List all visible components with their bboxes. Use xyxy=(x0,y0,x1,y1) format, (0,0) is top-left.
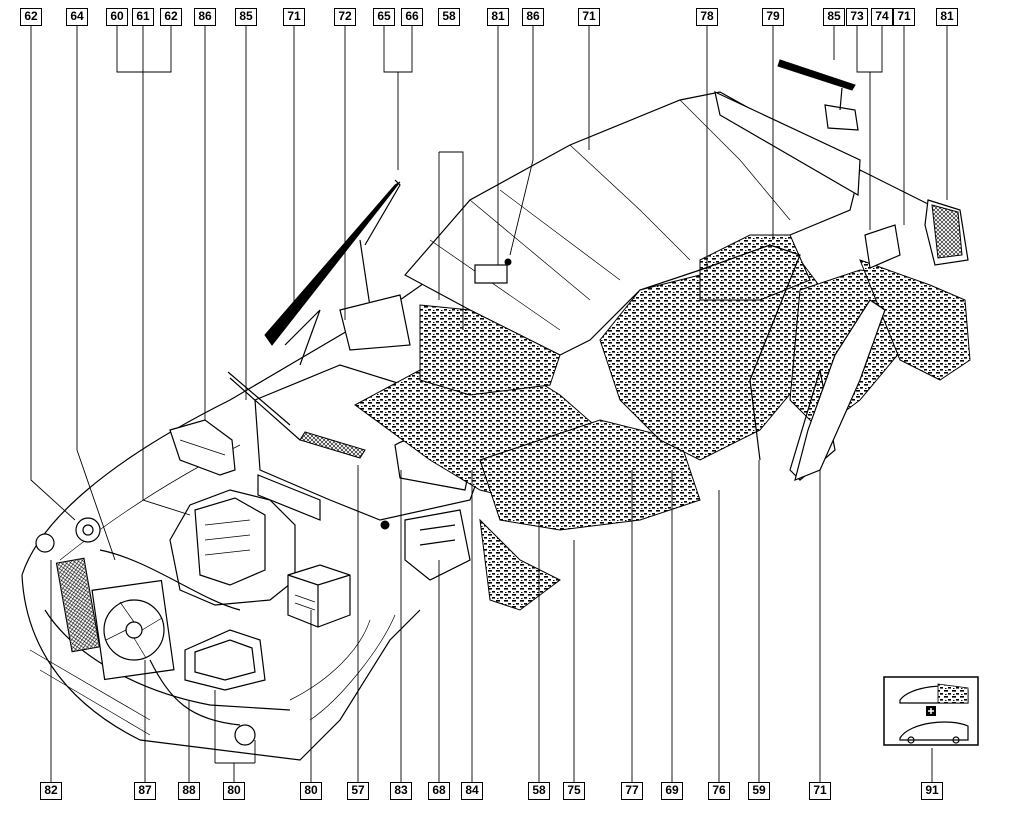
callout-label: 79 xyxy=(762,8,784,26)
roof-lining xyxy=(404,90,861,356)
callout-label: 61 xyxy=(132,8,154,26)
callout-label: 77 xyxy=(621,782,643,800)
callout-label: 71 xyxy=(809,782,831,800)
wiring-loom xyxy=(99,549,241,726)
callout-label: 86 xyxy=(194,8,216,26)
radiator-fan xyxy=(55,557,175,681)
callout-label: 82 xyxy=(40,782,62,800)
callout-label: 71 xyxy=(578,8,600,26)
callout-label: 80 xyxy=(223,782,245,800)
callout-label: 60 xyxy=(106,8,128,26)
callout-label: 72 xyxy=(334,8,356,26)
callout-label: 58 xyxy=(528,782,550,800)
callout-label: 69 xyxy=(661,782,683,800)
battery xyxy=(287,564,351,628)
callout-label: 80 xyxy=(300,782,322,800)
callout-label: 71 xyxy=(893,8,915,26)
leader-lines xyxy=(30,26,948,782)
callout-label: 76 xyxy=(708,782,730,800)
callout-label: 88 xyxy=(178,782,200,800)
floor-carpet xyxy=(354,304,701,611)
callout-label: 84 xyxy=(461,782,483,800)
callout-label: 68 xyxy=(428,782,450,800)
callout-label: 83 xyxy=(390,782,412,800)
callout-label: 85 xyxy=(823,8,845,26)
callout-label: 65 xyxy=(373,8,395,26)
heater-unit xyxy=(169,419,296,606)
callout-label: 73 xyxy=(846,8,868,26)
callout-label: 81 xyxy=(936,8,958,26)
callout-label: 57 xyxy=(347,782,369,800)
legend-label: 91 xyxy=(921,782,943,800)
rear-quarter-trim xyxy=(794,199,969,481)
legend-icon xyxy=(883,676,979,746)
callout-label: 87 xyxy=(134,782,156,800)
callout-label: 81 xyxy=(487,8,509,26)
callout-label: 74 xyxy=(871,8,893,26)
callout-label: 62 xyxy=(160,8,182,26)
headlamp xyxy=(184,629,266,691)
callout-label: 71 xyxy=(283,8,305,26)
callout-label: 86 xyxy=(522,8,544,26)
callout-label: 85 xyxy=(235,8,257,26)
rear-carpet xyxy=(599,234,971,481)
pedal-area xyxy=(380,509,471,581)
callout-label: 64 xyxy=(66,8,88,26)
callout-label: 58 xyxy=(438,8,460,26)
callout-label: 75 xyxy=(563,782,585,800)
horns xyxy=(35,517,256,746)
callout-label: 78 xyxy=(696,8,718,26)
callout-label: 62 xyxy=(20,8,42,26)
rear-wiper xyxy=(777,59,859,131)
callout-label: 59 xyxy=(748,782,770,800)
callout-label: 66 xyxy=(401,8,423,26)
